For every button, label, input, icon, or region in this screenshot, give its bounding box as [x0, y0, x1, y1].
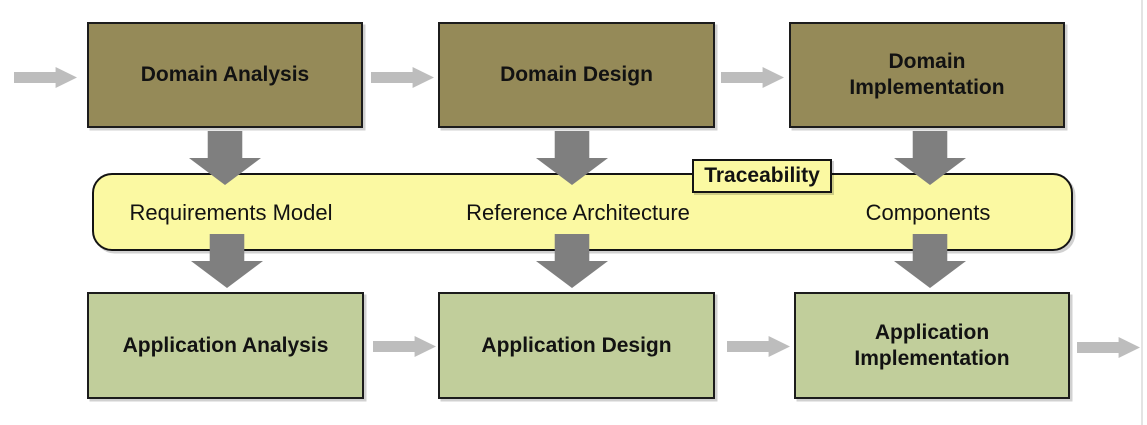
domain-implementation-box: Domain Implementation — [789, 22, 1065, 128]
domain-implementation-label: Domain Implementation — [849, 50, 1005, 99]
traceability-tag-label: Traceability — [704, 164, 820, 187]
band-label-components: Components — [865, 200, 991, 225]
domain-design-box: Domain Design — [438, 22, 715, 128]
application-design-box: Application Design — [438, 292, 715, 399]
application-design-label: Application Design — [481, 333, 672, 357]
application-analysis-box: Application Analysis — [87, 292, 364, 399]
domain-design-label: Domain Design — [500, 63, 653, 86]
domain-analysis-label: Domain Analysis — [140, 63, 310, 86]
domain-flow-arrow-right-2-icon — [721, 67, 784, 88]
application-flow-arrow-right-2-icon — [727, 336, 790, 357]
traceability-tag: Traceability — [692, 159, 832, 193]
domain-flow-arrow-right-1-icon — [371, 67, 434, 88]
application-implementation-box: Application Implementation — [794, 292, 1070, 399]
output-flow-arrow-right-icon — [1077, 337, 1140, 358]
input-flow-arrow-right-icon — [14, 67, 77, 88]
band-label-reference-architecture: Reference Architecture — [466, 200, 690, 225]
page-edge-line — [1141, 0, 1143, 425]
domain-analysis-box: Domain Analysis — [87, 22, 363, 128]
application-flow-arrow-right-1-icon — [373, 336, 436, 357]
band-label-requirements-model: Requirements Model — [129, 200, 333, 225]
application-implementation-label: Application Implementation — [854, 320, 1010, 370]
application-analysis-label: Application Analysis — [122, 333, 329, 357]
